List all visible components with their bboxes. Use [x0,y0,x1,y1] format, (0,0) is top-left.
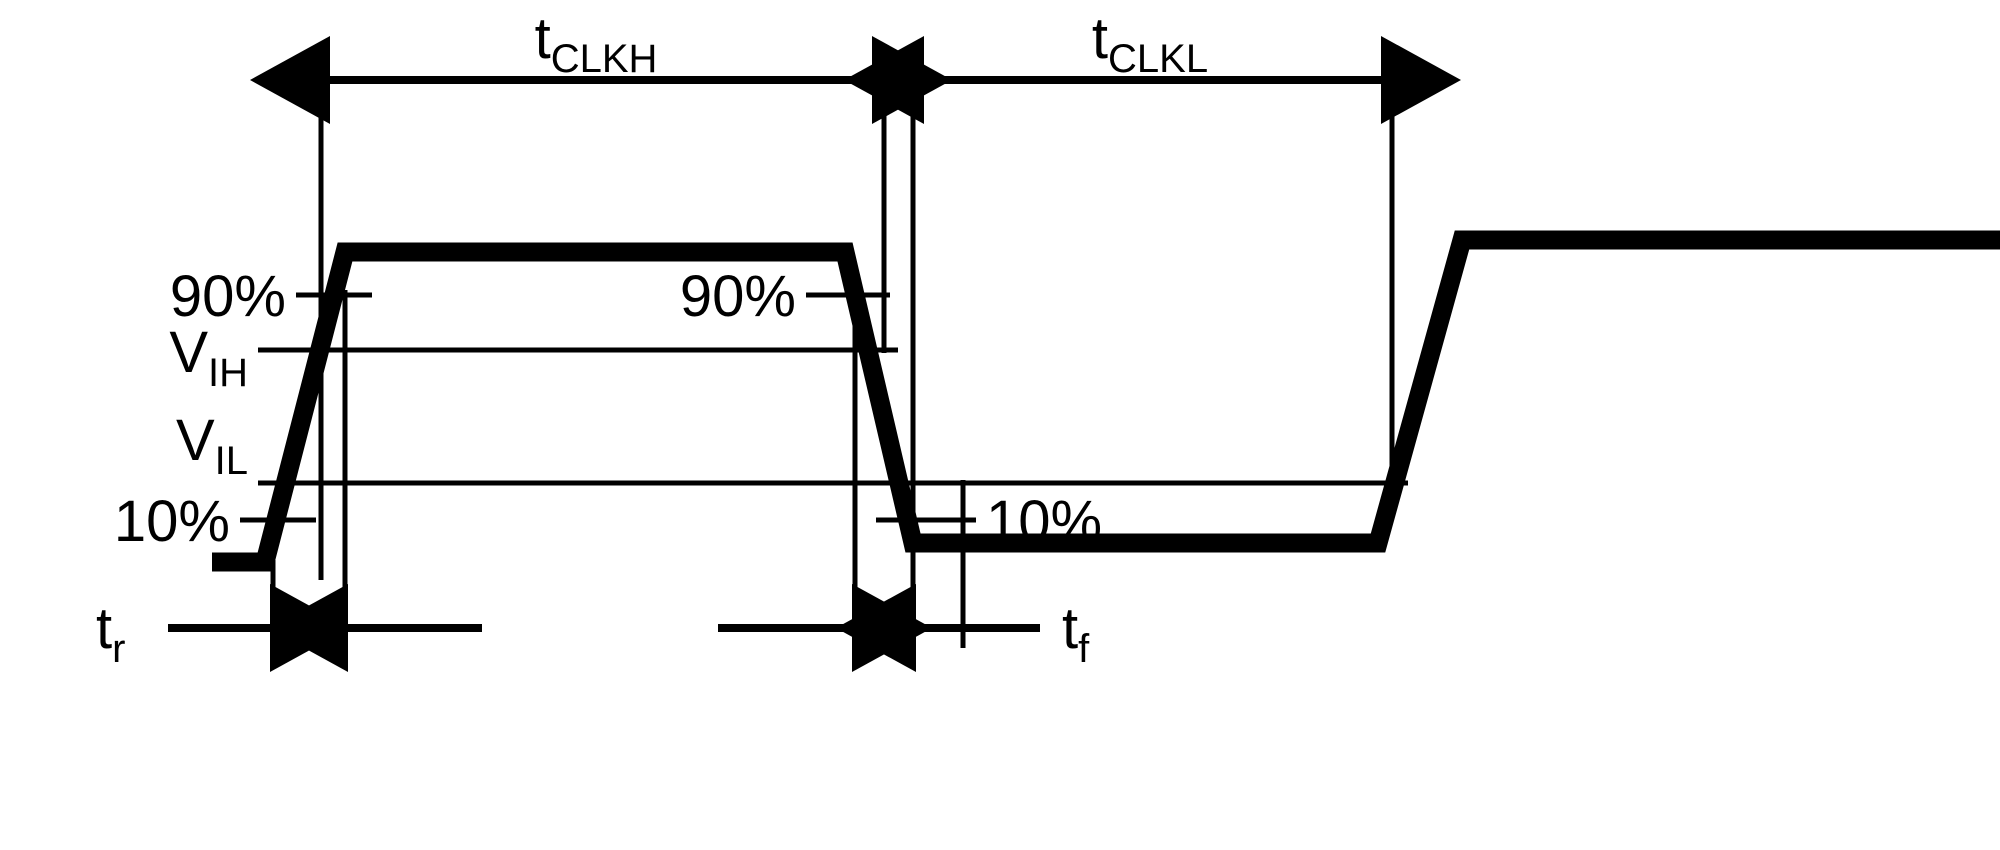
tclkh-dimension: tCLKH [250,6,952,124]
tr-base: t [96,596,112,661]
vih-base: V [169,320,208,385]
tf-dimension: tf [836,584,1090,672]
tr-sub: r [112,627,125,671]
tclkh-label: tCLKH [535,6,658,81]
label-10-percent-right: 10% [986,489,1102,554]
tclkl-sub: CLKL [1108,37,1208,81]
label-90-percent-left: 90% [170,264,286,329]
level-lines [240,292,1408,523]
tf-sub: f [1078,627,1090,671]
label-vil: VIL [176,408,248,483]
tr-dimension: tr [96,584,350,672]
tclkh-sub: CLKH [551,37,658,81]
tf-label: tf [1062,596,1090,671]
label-10-percent-left: 10% [114,489,230,554]
tr-label: tr [96,596,125,671]
vil-base: V [176,408,215,473]
vih-sub: IH [208,351,248,395]
label-90-percent-right: 90% [680,264,796,329]
label-vih: VIH [169,320,248,395]
tclkl-base: t [1092,6,1108,71]
tclkl-label: tCLKL [1092,6,1208,81]
tclkh-base: t [535,6,551,71]
tf-base: t [1062,596,1078,661]
tclkl-dimension: tCLKL [844,6,1461,124]
clock-waveform [212,230,2000,572]
vil-sub: IL [215,439,248,483]
